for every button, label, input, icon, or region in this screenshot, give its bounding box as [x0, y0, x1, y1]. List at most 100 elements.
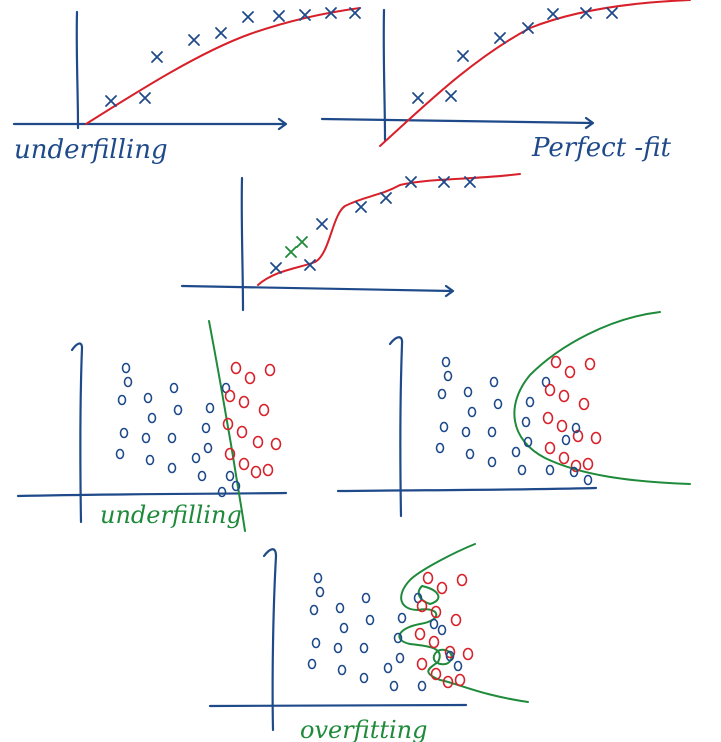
x-marker	[349, 7, 361, 19]
blue-circle-point	[141, 432, 151, 444]
blue-circle-point	[393, 632, 403, 644]
x-marker	[355, 201, 367, 213]
blue-circle-point	[561, 434, 571, 446]
blue-circle-point	[489, 376, 499, 388]
blue-circle-point	[397, 612, 407, 624]
x-marker	[304, 259, 316, 271]
blue-circle-point	[361, 592, 371, 604]
blue-circle-point	[123, 376, 133, 388]
data-points	[412, 7, 618, 104]
x-marker	[457, 50, 469, 62]
x-marker	[299, 9, 311, 21]
smooth-fit-curve	[379, 0, 691, 147]
blue-circle-point	[487, 456, 497, 468]
x-marker	[105, 95, 117, 107]
x-marker	[139, 92, 151, 104]
blue-circle-point	[313, 572, 323, 584]
x-axis	[180, 284, 455, 298]
blue-circle-point	[493, 398, 503, 410]
x-marker	[547, 8, 559, 20]
red-circle-point	[450, 613, 462, 627]
x-marker	[380, 192, 392, 204]
blue-circle-point	[307, 658, 317, 670]
blue-circle-point	[359, 672, 369, 684]
blue-circle-point	[383, 662, 393, 674]
blue-circle-point	[571, 422, 581, 434]
panel-regression-perfect-fit: Perfect -fit	[320, 0, 691, 163]
boundary-inner-loop	[417, 585, 453, 666]
blue-circle-point	[203, 442, 213, 454]
blue-circle-point	[569, 466, 579, 478]
red-circle-point	[222, 417, 234, 431]
red-circle-point	[462, 647, 474, 661]
red-circle-point	[582, 457, 594, 471]
blue-circle-point	[417, 680, 427, 692]
blue-circle-point	[339, 622, 349, 634]
red-circle-point	[570, 459, 582, 473]
red-circle-point	[414, 627, 426, 641]
red-circle-point	[556, 419, 568, 433]
overfitting-label: overfitting	[300, 716, 427, 742]
underfitting-class-label: underfilling	[100, 501, 242, 529]
blue-circle-point	[201, 422, 211, 434]
red-circle-point	[550, 355, 562, 369]
blue-circle-point	[117, 394, 127, 406]
blue-circle-point	[217, 486, 227, 498]
perfect-fit-label: Perfect -fit	[531, 133, 672, 163]
red-circle-point	[250, 465, 262, 479]
red-circle-point	[544, 441, 556, 455]
y-axis	[388, 336, 404, 518]
x-marker	[316, 218, 328, 230]
blue-circle-point	[167, 432, 177, 444]
x-marker	[296, 236, 308, 248]
x-marker	[464, 176, 476, 188]
blue-circle-point	[467, 406, 477, 418]
x-marker	[606, 7, 618, 19]
x-marker	[494, 32, 506, 44]
red-circle-point	[238, 457, 250, 471]
blue-circle-point	[465, 448, 475, 460]
red-circle-point	[558, 389, 570, 403]
blue-circle-point	[521, 416, 531, 428]
red-circle-point	[456, 573, 468, 587]
blue-circle-point	[309, 604, 319, 616]
overfit-decision-boundary	[398, 543, 529, 703]
panel-regression-underfitting: underfilling	[12, 7, 361, 165]
y-axis	[262, 548, 278, 732]
red-circle-point	[454, 673, 466, 687]
blue-circle-point	[191, 452, 201, 464]
x-marker	[285, 246, 297, 258]
blue-circle-point	[525, 396, 535, 408]
x-axis	[12, 117, 288, 131]
red-circle-point	[436, 581, 448, 595]
red-circle-point	[244, 371, 256, 385]
panel-classification-good-fit	[336, 311, 691, 518]
blue-circle-point	[311, 637, 321, 649]
red-circle-point	[230, 361, 242, 375]
blue-circle-point	[147, 412, 157, 424]
data-points	[270, 176, 476, 274]
blue-circle-point	[435, 442, 445, 454]
x-marker	[242, 11, 254, 23]
x-axis	[208, 703, 468, 708]
x-marker	[188, 34, 200, 46]
blue-circle-point	[231, 480, 241, 492]
x-marker	[438, 176, 450, 188]
blue-circle-point	[583, 474, 593, 486]
x-marker	[273, 10, 285, 22]
red-circle-point	[270, 437, 282, 451]
red-circle-point	[444, 645, 456, 659]
red-circle-point	[264, 363, 276, 377]
blue-circle-point	[453, 660, 463, 672]
x-marker	[522, 22, 534, 34]
x-marker	[270, 262, 282, 274]
blue-circle-point	[511, 446, 521, 458]
panel-regression-overfitting	[180, 173, 521, 312]
red-circle-point	[584, 357, 596, 371]
blue-circle-point	[145, 454, 155, 466]
blue-circle-point	[389, 680, 399, 692]
red-circle-point	[416, 657, 428, 671]
blue-circle-point	[437, 624, 447, 636]
red-circle-point	[422, 571, 434, 585]
